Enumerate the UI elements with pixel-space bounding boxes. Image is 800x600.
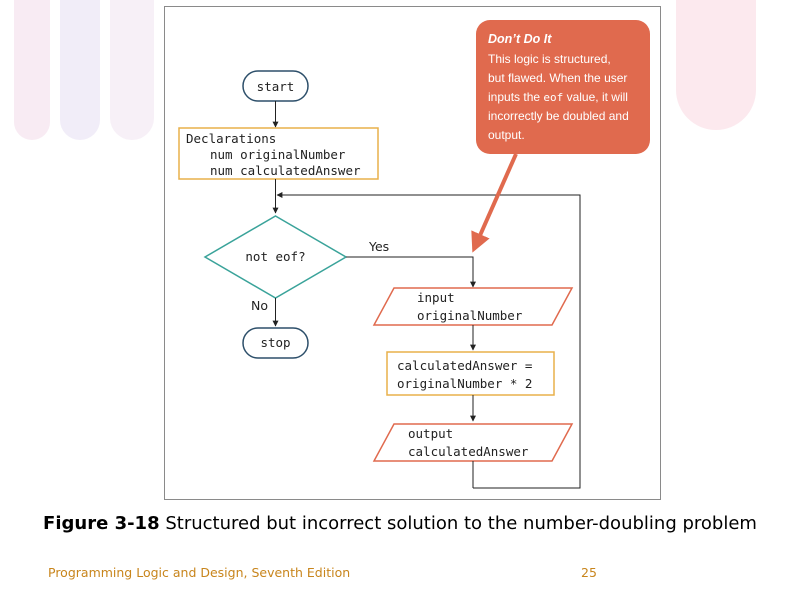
callout-line-3-after: value, it will (563, 90, 628, 104)
declarations-box: Declarations num originalNumber num calc… (178, 127, 379, 180)
output-keyword: output (408, 426, 453, 441)
flowchart-diagram: start Declarations num originalNumber nu… (178, 20, 650, 489)
figure-frame: start Declarations num originalNumber nu… (164, 6, 661, 500)
background-decoration-left (14, 0, 50, 140)
output-variable: calculatedAnswer (408, 444, 529, 459)
input-keyword: input (417, 290, 455, 305)
input-parallelogram: input originalNumber (372, 287, 574, 326)
stop-terminal: stop (242, 327, 309, 359)
callout-pointer-arrow (471, 153, 518, 253)
eof-decision: not eof? (203, 215, 348, 299)
process-line-2: originalNumber * 2 (397, 376, 532, 391)
input-variable: originalNumber (417, 308, 523, 323)
callout-line-5: output. (488, 128, 525, 142)
start-terminal: start (242, 70, 309, 102)
yes-label: Yes (368, 239, 389, 254)
no-label: No (251, 298, 268, 313)
dont-do-it-callout: Don’t Do It This logic is structured, bu… (471, 20, 650, 253)
callout-line-3-before: inputs the (488, 90, 543, 104)
callout-line-1: This logic is structured, (488, 52, 611, 66)
loop-back-arrow (276, 192, 581, 489)
callout-line-3: inputs the eof value, it will (488, 90, 628, 104)
declaration-original-number: num originalNumber (210, 147, 346, 162)
output-parallelogram: output calculatedAnswer (372, 423, 574, 462)
yes-branch-arrow (346, 256, 476, 288)
calculation-process-box: calculatedAnswer = originalNumber * 2 (386, 351, 555, 396)
callout-line-4: incorrectly be doubled and (488, 109, 629, 123)
declaration-calculated-answer: num calculatedAnswer (210, 163, 361, 178)
callout-eof-code: eof (543, 91, 563, 104)
callout-line-2: but flawed. When the user (488, 71, 627, 85)
footer-page-number: 25 (581, 565, 597, 580)
start-label: start (257, 79, 295, 94)
callout-title: Don’t Do It (488, 32, 552, 46)
footer-book-title: Programming Logic and Design, Seventh Ed… (48, 565, 351, 580)
figure-caption: Figure 3-18 Structured but incorrect sol… (40, 512, 760, 536)
background-decoration-left-2 (60, 0, 100, 140)
process-line-1: calculatedAnswer = (397, 358, 532, 373)
stop-label: stop (260, 335, 290, 350)
figure-label: Figure 3-18 (43, 513, 160, 534)
background-decoration-left-3 (110, 0, 154, 140)
caption-text: Structured but incorrect solution to the… (159, 513, 757, 534)
declarations-heading: Declarations (186, 131, 276, 146)
decision-label: not eof? (245, 249, 305, 264)
background-decoration-right (676, 0, 756, 130)
